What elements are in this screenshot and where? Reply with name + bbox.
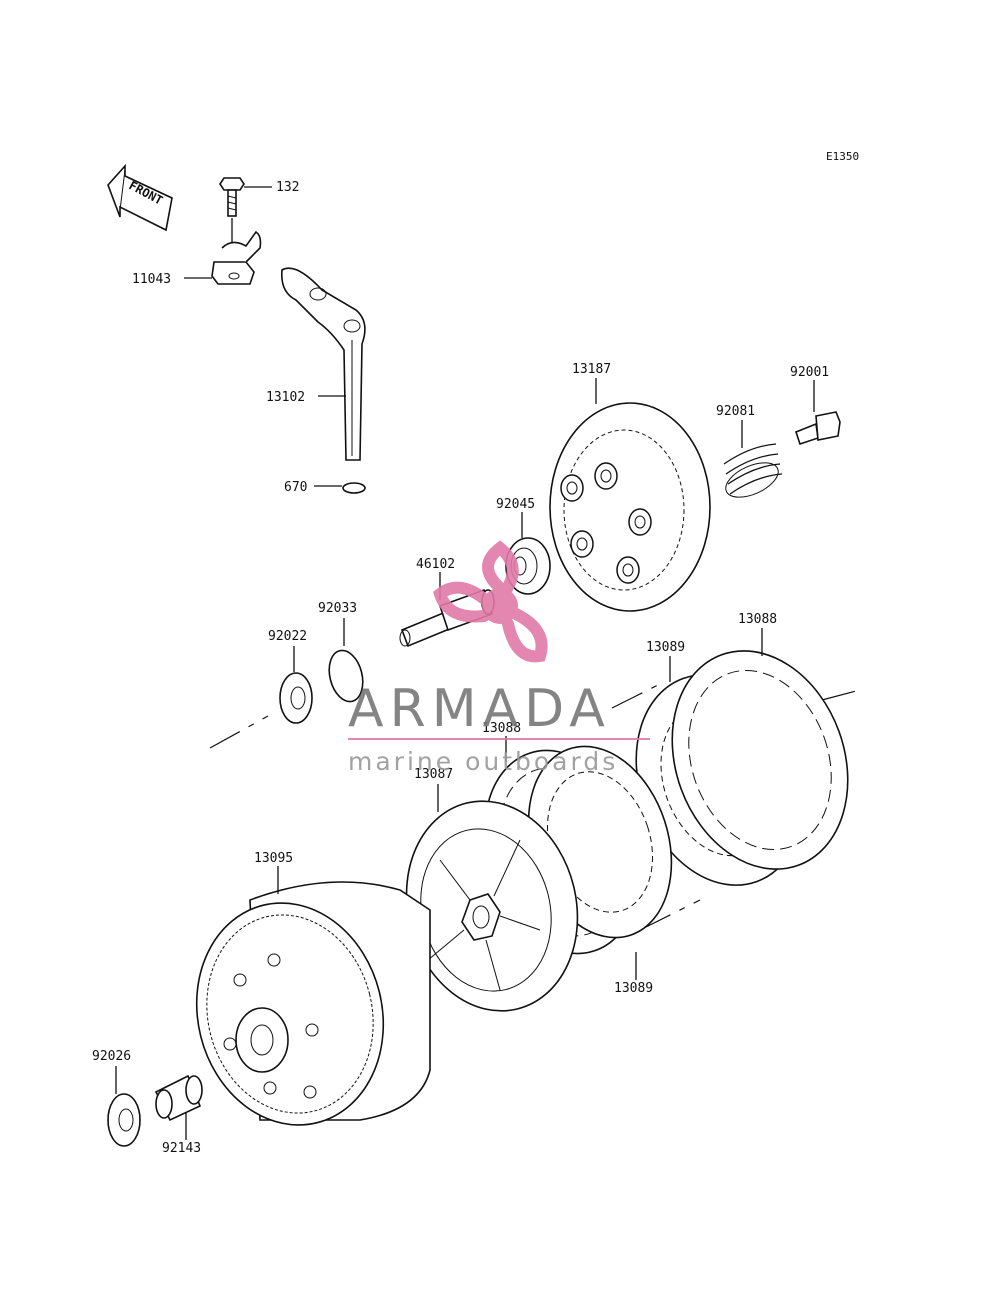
callout-11043: 11043 bbox=[132, 272, 171, 287]
callout-92045: 92045 bbox=[496, 497, 535, 512]
front-arrow-icon: FRONT bbox=[107, 163, 173, 232]
callout-13088-b: 13088 bbox=[482, 721, 521, 736]
watermark-brand: ARMADA bbox=[348, 679, 611, 739]
callout-13089-a: 13089 bbox=[646, 640, 685, 655]
callout-13102: 13102 bbox=[266, 390, 305, 405]
bolt-92001 bbox=[795, 411, 841, 446]
oring-670 bbox=[342, 482, 366, 494]
propeller-logo-icon bbox=[433, 540, 548, 663]
callout-13089-b: 13089 bbox=[614, 981, 653, 996]
callout-13088-a: 13088 bbox=[738, 612, 777, 627]
callout-92143: 92143 bbox=[162, 1141, 201, 1156]
bolt-132 bbox=[219, 177, 272, 217]
callout-13187: 13187 bbox=[572, 362, 611, 377]
friction-plate-13088-a bbox=[671, 650, 849, 870]
washer-92026 bbox=[107, 1093, 141, 1147]
callout-132: 132 bbox=[276, 180, 299, 195]
clamp-11043 bbox=[211, 230, 262, 285]
callout-92026: 92026 bbox=[92, 1049, 131, 1064]
clutch-housing-13095 bbox=[195, 881, 431, 1126]
release-lever-13102 bbox=[280, 267, 366, 461]
clutch-hub-13087 bbox=[405, 800, 579, 1012]
callout-13087: 13087 bbox=[414, 767, 453, 782]
sleeve-92143 bbox=[154, 1074, 203, 1122]
washer-92022 bbox=[279, 672, 313, 724]
callout-670: 670 bbox=[284, 480, 307, 495]
diagram-code: E1350 bbox=[826, 150, 859, 163]
callout-13095: 13095 bbox=[254, 851, 293, 866]
callout-92033: 92033 bbox=[318, 601, 357, 616]
circlip-92033 bbox=[328, 649, 364, 703]
callout-92022: 92022 bbox=[268, 629, 307, 644]
callout-46102: 46102 bbox=[416, 557, 455, 572]
spring-92081 bbox=[723, 443, 783, 498]
watermark-tagline: marine outboards bbox=[348, 747, 618, 776]
callout-92081: 92081 bbox=[716, 404, 755, 419]
callout-92001: 92001 bbox=[790, 365, 829, 380]
watermark: ARMADA marine outboards bbox=[348, 540, 650, 776]
pressure-plate-13187 bbox=[549, 402, 711, 612]
